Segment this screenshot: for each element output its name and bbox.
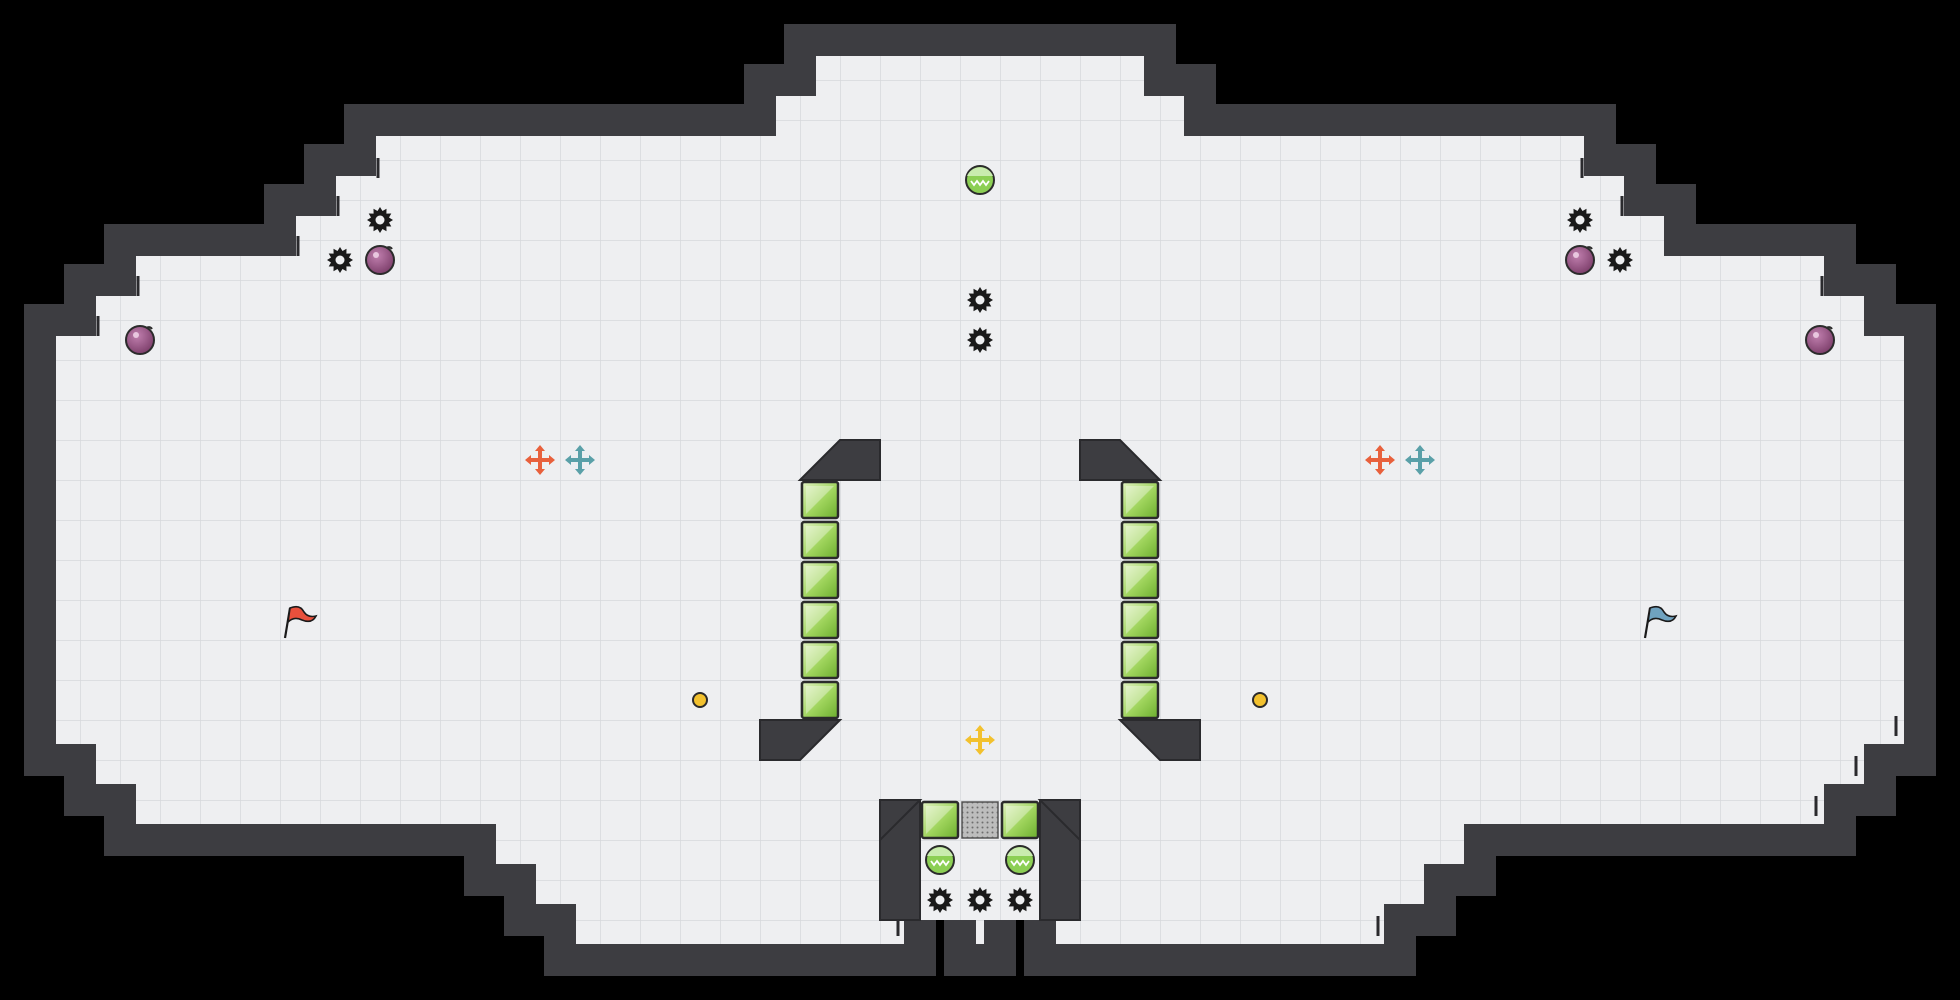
green-crate (800, 480, 840, 520)
green-crate (1120, 640, 1160, 680)
purple-orb (365, 245, 395, 275)
green-crate (800, 520, 840, 560)
green-crate (1120, 560, 1160, 600)
green-crate[interactable] (1000, 800, 1040, 840)
green-crate[interactable] (920, 800, 960, 840)
green-orb (965, 165, 995, 195)
green-crate (800, 640, 840, 680)
purple-orb (1565, 245, 1595, 275)
inner-walls (759, 439, 1201, 761)
gold-coin[interactable] (1252, 692, 1268, 708)
green-crate (800, 600, 840, 640)
green-orb (925, 845, 955, 875)
green-crate (800, 560, 840, 600)
center-chute-walls (879, 799, 1081, 921)
grate-gate (961, 801, 999, 839)
green-crate (1120, 600, 1160, 640)
green-crate (1120, 680, 1160, 720)
purple-orb (1805, 325, 1835, 355)
playable-area (80, 80, 1880, 920)
green-crate (1120, 520, 1160, 560)
green-crate (1120, 480, 1160, 520)
green-crate (800, 680, 840, 720)
green-orb (1005, 845, 1035, 875)
purple-orb (125, 325, 155, 355)
gold-coin[interactable] (692, 692, 708, 708)
